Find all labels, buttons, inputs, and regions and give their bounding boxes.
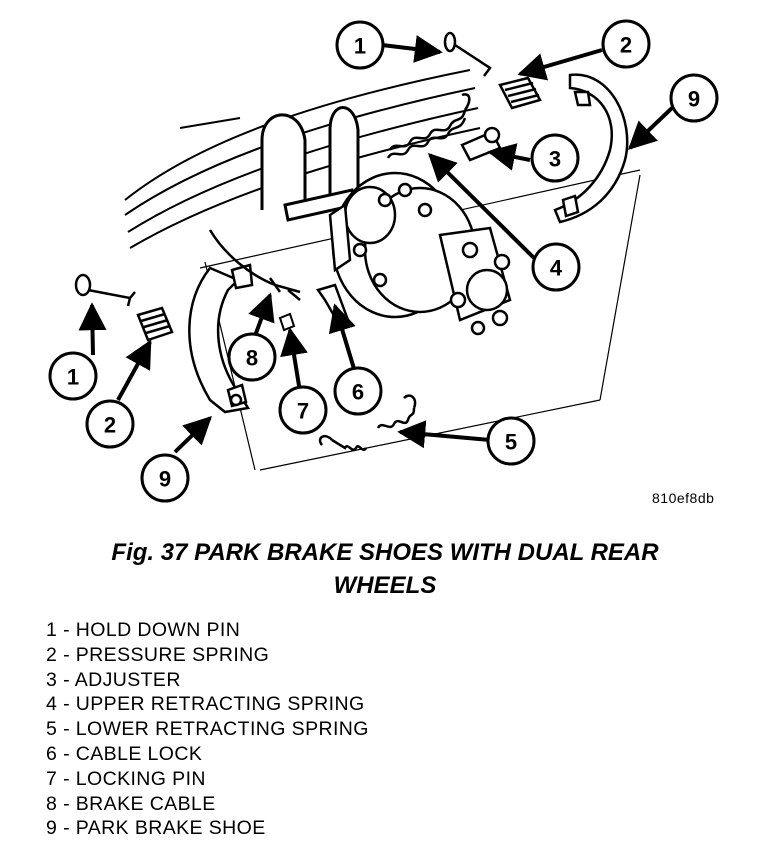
callout-2-upper [601, 19, 651, 69]
callout-2-lower [85, 399, 135, 449]
callout-label-1-lower: 1 [67, 365, 79, 390]
leader-lines [78, 35, 674, 454]
callout-label-1-upper: 1 [354, 34, 366, 59]
callout-label-8: 8 [246, 346, 258, 371]
brake-cable-part [208, 229, 301, 301]
legend-item: 5 - LOWER RETRACTING SPRING [46, 718, 369, 741]
cable-lock-part [315, 283, 350, 328]
legend-item: 9 - PARK BRAKE SHOE [46, 817, 266, 840]
callout-labels: 1 2 9 3 4 8 7 6 5 1 2 9 [67, 33, 700, 492]
callout-label-9-upper: 9 [688, 87, 700, 112]
adjuster-part [460, 126, 502, 162]
callout-label-9-lower: 9 [159, 467, 171, 492]
upper-hold-down-pin [443, 31, 492, 77]
callout-label-2-lower: 2 [104, 413, 116, 438]
legend-item: 4 - UPPER RETRACTING SPRING [46, 693, 365, 716]
callout-6 [333, 366, 383, 416]
callout-4 [531, 242, 581, 292]
callout-label-4: 4 [550, 256, 563, 281]
upper-brake-shoe [553, 73, 629, 224]
callout-label-7: 7 [297, 399, 309, 424]
callout-3 [530, 133, 580, 183]
legend-item: 3 - ADJUSTER [46, 668, 181, 691]
upper-pressure-spring [498, 76, 542, 110]
callout-8 [227, 332, 277, 382]
upper-retracting-spring [386, 93, 471, 159]
callout-1-lower [48, 351, 98, 401]
callout-5 [486, 416, 536, 466]
legend-item: 1 - HOLD DOWN PIN [46, 619, 241, 641]
legend-item: 7 - LOCKING PIN [46, 767, 206, 790]
axle-hub [328, 171, 512, 336]
u-bolt [260, 106, 360, 222]
legend-item: 8 - BRAKE CABLE [46, 792, 216, 815]
caption-line-2: WHEELS [333, 572, 437, 599]
parts-legend: 1 - HOLD DOWN PIN 2 - PRESSURE SPRING 3 … [46, 618, 369, 841]
callout-9-lower [140, 453, 190, 503]
lower-hold-down-pin [74, 273, 136, 307]
park-brake-diagram: 1 2 9 3 4 8 7 6 5 1 2 9 [48, 19, 719, 503]
callout-9-upper [669, 73, 719, 123]
figure-code: 810ef8db [652, 490, 715, 506]
locking-pin-part [278, 312, 296, 332]
legend-item: 6 - CABLE LOCK [46, 742, 203, 765]
callout-label-5: 5 [505, 430, 517, 455]
callout-label-6: 6 [352, 380, 364, 405]
callout-1-upper [335, 20, 385, 70]
lower-pressure-spring [136, 306, 174, 342]
legend-item: 2 - PRESSURE SPRING [46, 643, 270, 666]
callout-circles [48, 19, 719, 503]
callout-label-3: 3 [549, 147, 561, 172]
callout-label-2-upper: 2 [620, 33, 632, 58]
callout-7 [278, 385, 328, 435]
figure-caption: Fig. 37 PARK BRAKE SHOES WITH DUAL REAR … [40, 536, 730, 602]
caption-line-1: Fig. 37 PARK BRAKE SHOES WITH DUAL REAR [111, 539, 659, 566]
